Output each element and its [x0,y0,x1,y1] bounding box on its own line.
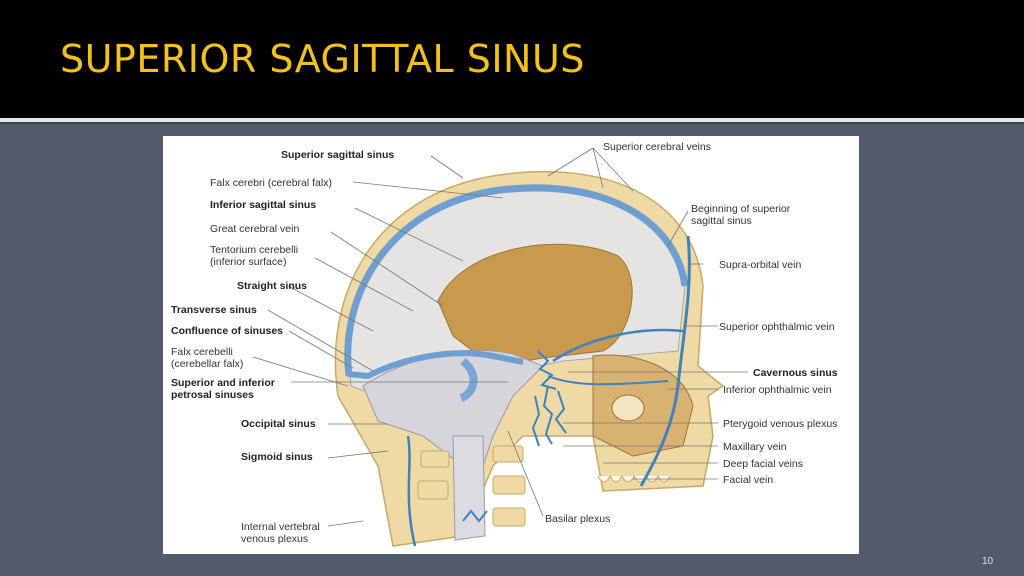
label-basilar-plexus: Basilar plexus [545,513,611,525]
label-superior-sagittal-sinus: Superior sagittal sinus [281,149,395,161]
label-cerebellar-falx: (cerebellar falx) [171,358,244,370]
label-falx-cerebri: Falx cerebri (cerebral falx) [210,177,332,189]
label-sigmoid-sinus: Sigmoid sinus [241,451,313,463]
label-venous-plexus: venous plexus [241,533,309,545]
label-great-cerebral-vein: Great cerebral vein [210,223,300,235]
label-confluence-of-sinuses: Confluence of sinuses [171,325,284,337]
label-beginning-superior: Beginning of superior [691,203,791,215]
label-falx-cerebelli: Falx cerebelli [171,346,233,358]
label-inferior-ophthalmic-vein: Inferior ophthalmic vein [723,384,832,396]
label-facial-vein: Facial vein [723,474,774,486]
label-pterygoid-venous-plexus: Pterygoid venous plexus [723,418,838,430]
label-superior-cerebral-veins: Superior cerebral veins [603,141,711,153]
skull-sagittal-illustration [252,147,748,547]
label-beginning-sagittal-sinus: sagittal sinus [691,215,752,227]
label-deep-facial-veins: Deep facial veins [723,458,803,470]
label-maxillary-vein: Maxillary vein [723,441,787,453]
label-tentorium-cerebelli: Tentorium cerebelli [210,244,299,256]
header-divider-shadow [0,122,1024,124]
venous-sinus-diagram: Superior sagittal sinus Falx cerebri (ce… [163,136,859,554]
label-occipital-sinus: Occipital sinus [241,418,316,430]
slide-page-number: 10 [982,556,994,567]
label-tentorium-inferior-surface: (inferior surface) [210,256,287,268]
label-superior-inferior-petrosal: Superior and inferior [171,377,275,389]
label-straight-sinus: Straight sinus [237,280,308,292]
label-inferior-sagittal-sinus: Inferior sagittal sinus [210,199,317,211]
label-transverse-sinus: Transverse sinus [171,304,257,316]
label-cavernous-sinus: Cavernous sinus [753,367,838,379]
label-petrosal-sinuses: petrosal sinuses [171,389,254,401]
label-superior-ophthalmic-vein: Superior ophthalmic vein [719,321,835,333]
slide-header: SUPERIOR SAGITTAL SINUS [0,0,1024,118]
label-internal-vertebral: Internal vertebral [241,521,320,533]
label-supra-orbital-vein: Supra-orbital vein [719,259,802,271]
header-divider [0,118,1024,122]
slide-title: SUPERIOR SAGITTAL SINUS [60,37,585,81]
